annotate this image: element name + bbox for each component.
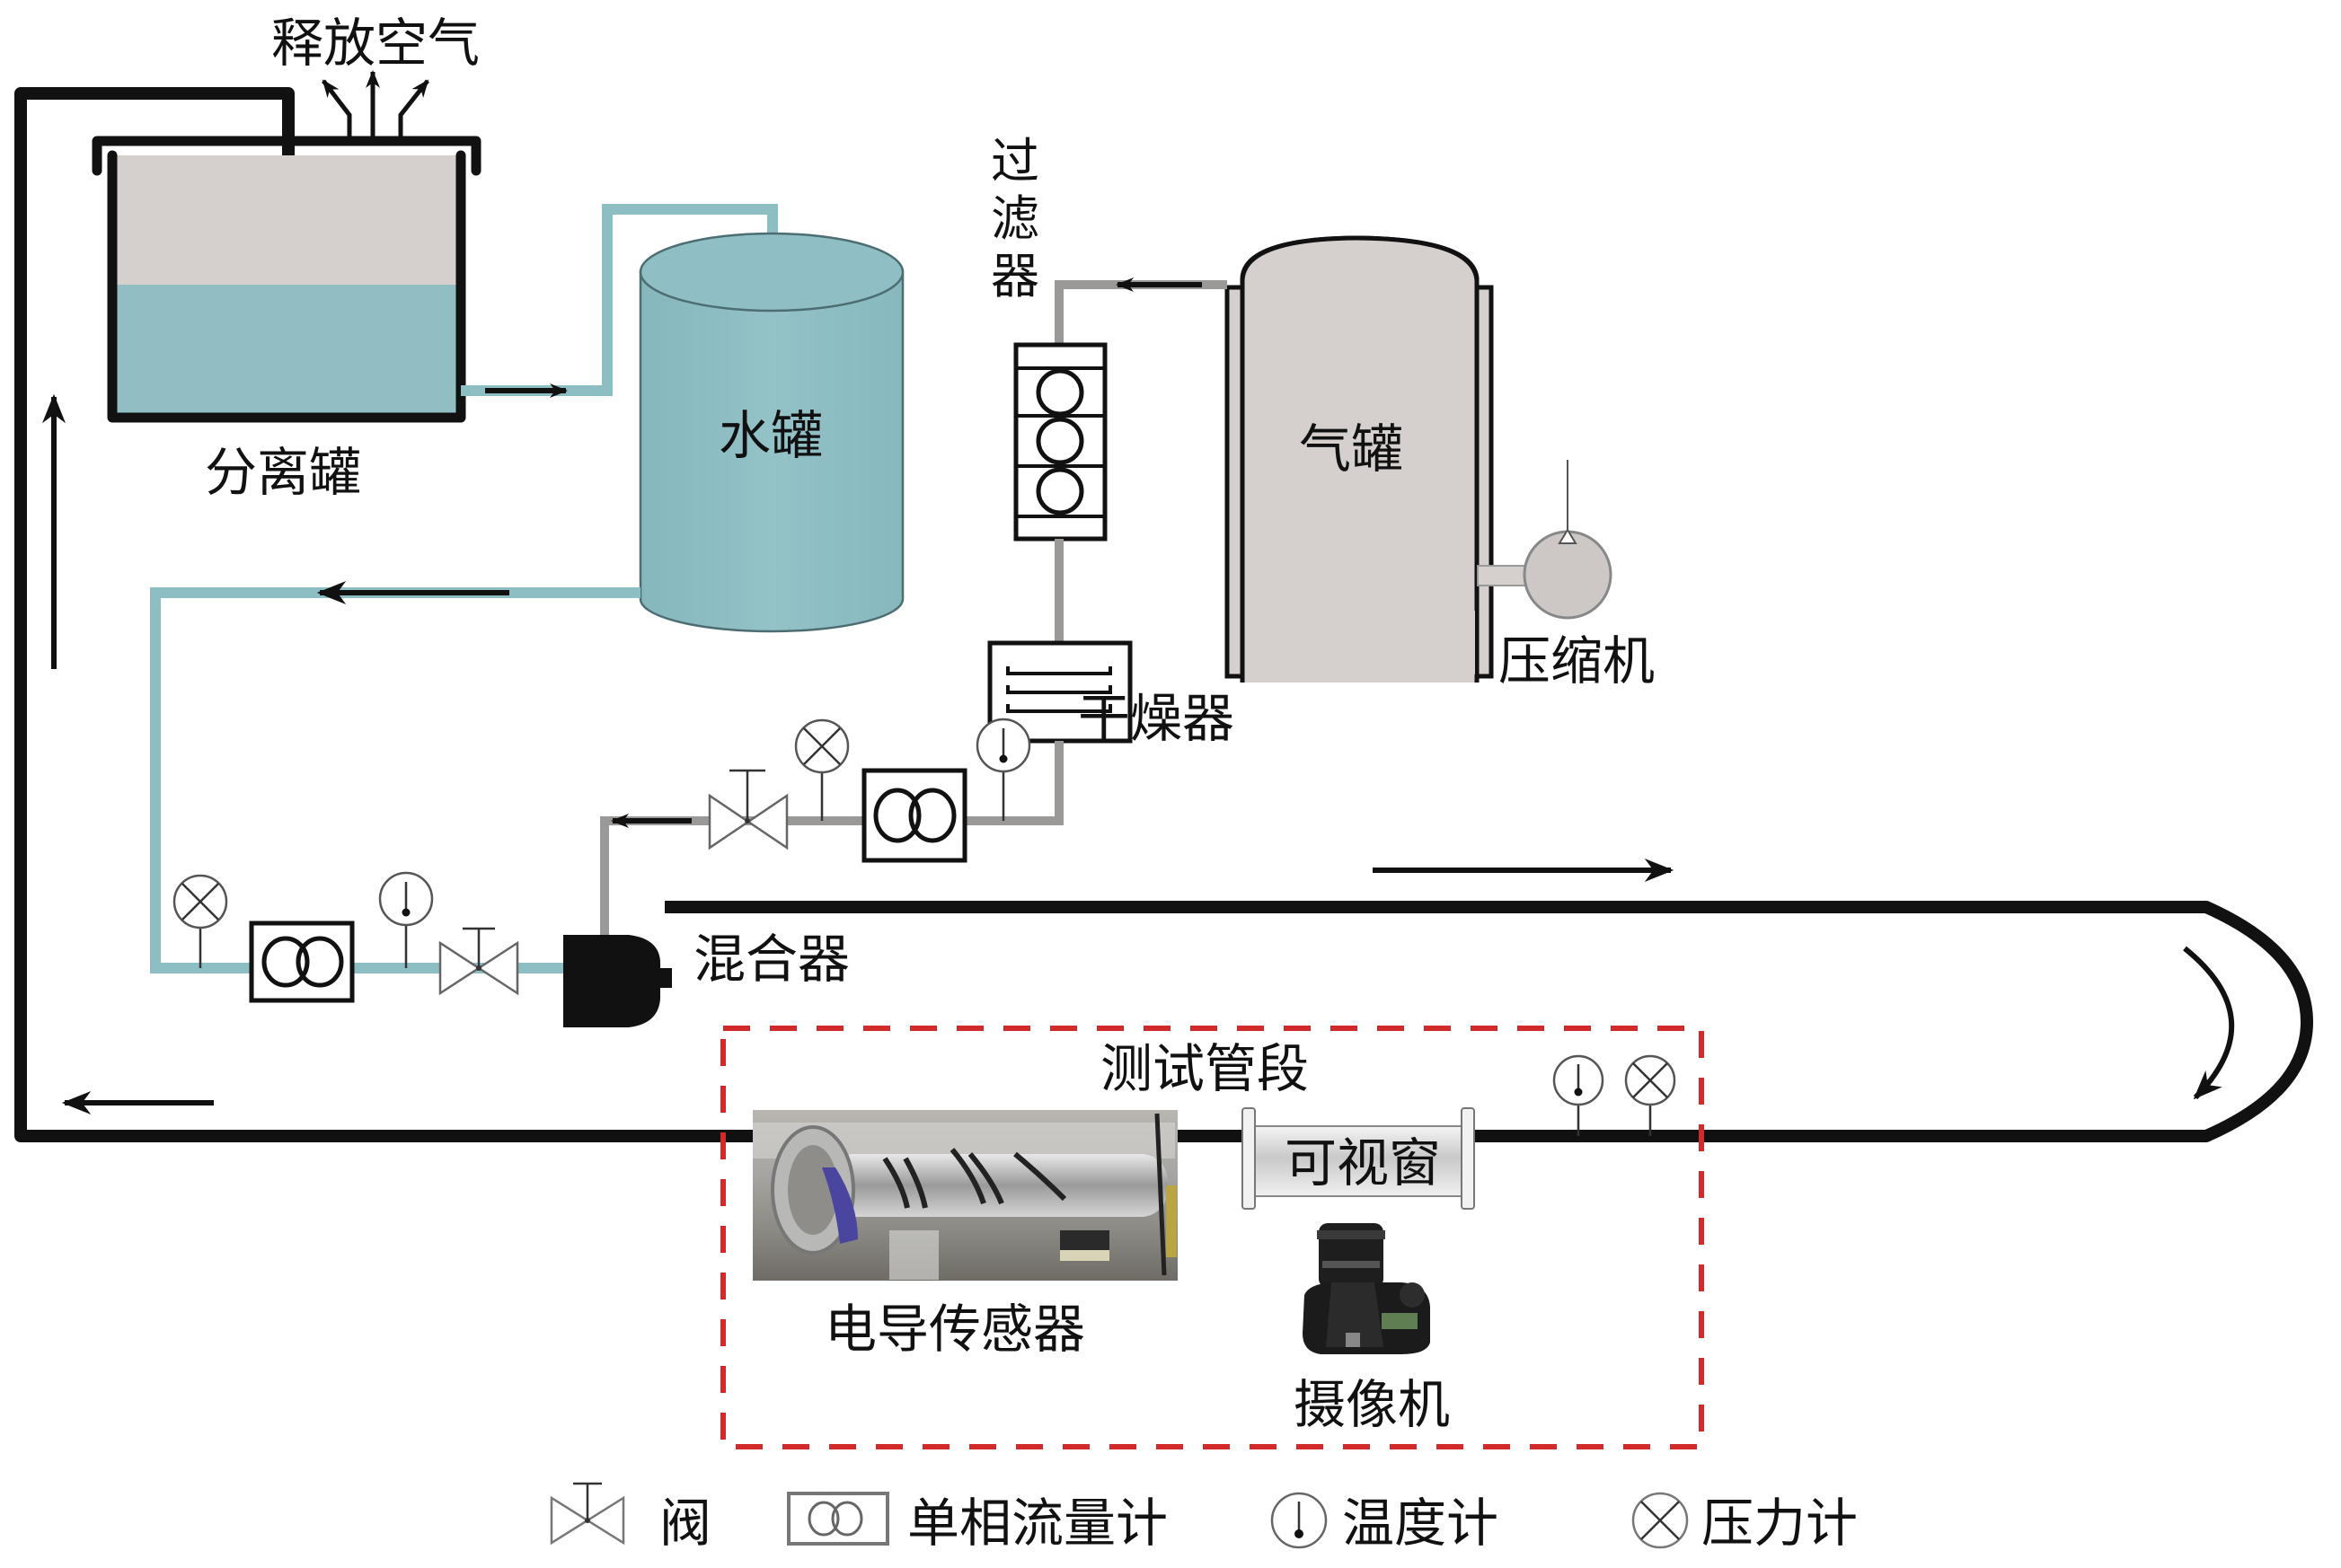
label-mixer: 混合器 [693, 929, 850, 990]
legend: 阀 单相流量计 温度计 压力计 [550, 1482, 1858, 1554]
water-thermometer [378, 871, 434, 968]
sight-window [1241, 1107, 1475, 1210]
water-pressure-gauge [172, 874, 228, 968]
filter [1013, 342, 1108, 542]
air-flowmeter [861, 768, 967, 863]
legend-label-thermometer: 温度计 [1342, 1493, 1498, 1554]
compressor [1477, 460, 1612, 620]
conductance-sensor-photo [753, 1110, 1178, 1281]
test-thermometer [1552, 1054, 1604, 1136]
label-conductance-sensor: 电导传感器 [825, 1299, 1085, 1360]
legend-item-thermometer: 温度计 [1270, 1492, 1498, 1554]
valve-icon [550, 1482, 625, 1546]
label-water-tank: 水罐 [719, 405, 823, 466]
label-separator: 分离罐 [205, 442, 361, 503]
label-filter-1: 过 [991, 133, 1039, 189]
label-filter-3: 器 [991, 248, 1039, 304]
release-air-arrows [322, 70, 429, 144]
label-filter-2: 滤 [991, 190, 1039, 247]
legend-item-pressure-gauge: 压力计 [1631, 1492, 1858, 1554]
flow-arrow-bend [2183, 946, 2235, 1100]
flowmeter-icon [787, 1492, 889, 1546]
water-tank [639, 232, 905, 633]
test-pressure-gauge [1624, 1054, 1676, 1136]
legend-label-valve: 阀 [659, 1493, 711, 1554]
thermometer-icon [1270, 1492, 1328, 1549]
mixer [563, 935, 672, 1027]
separator-tank [92, 136, 481, 423]
label-gas-tank: 气罐 [1299, 418, 1403, 480]
water-valve [438, 927, 519, 996]
air-valve [708, 769, 789, 850]
legend-item-flowmeter: 单相流量计 [787, 1492, 1168, 1554]
label-release-air: 释放空气 [271, 13, 480, 74]
air-pressure-gauge [794, 718, 850, 821]
camera [1303, 1223, 1430, 1354]
legend-item-valve: 阀 [550, 1482, 711, 1554]
label-camera: 摄像机 [1294, 1374, 1450, 1435]
water-flowmeter [249, 921, 355, 1003]
pressure-gauge-icon [1631, 1492, 1689, 1549]
label-test-section: 测试管段 [1100, 1038, 1309, 1099]
label-dryer: 干燥器 [1078, 688, 1234, 749]
air-thermometer [976, 718, 1031, 821]
main-loop-pipe [14, 87, 2313, 1142]
label-sight-window: 可视窗 [1285, 1132, 1441, 1194]
label-compressor: 压缩机 [1498, 630, 1655, 692]
gas-tank [1224, 235, 1494, 683]
legend-label-flowmeter: 单相流量计 [907, 1493, 1168, 1554]
legend-label-pressure-gauge: 压力计 [1701, 1493, 1858, 1554]
test-section-boundary [720, 1026, 1704, 1449]
